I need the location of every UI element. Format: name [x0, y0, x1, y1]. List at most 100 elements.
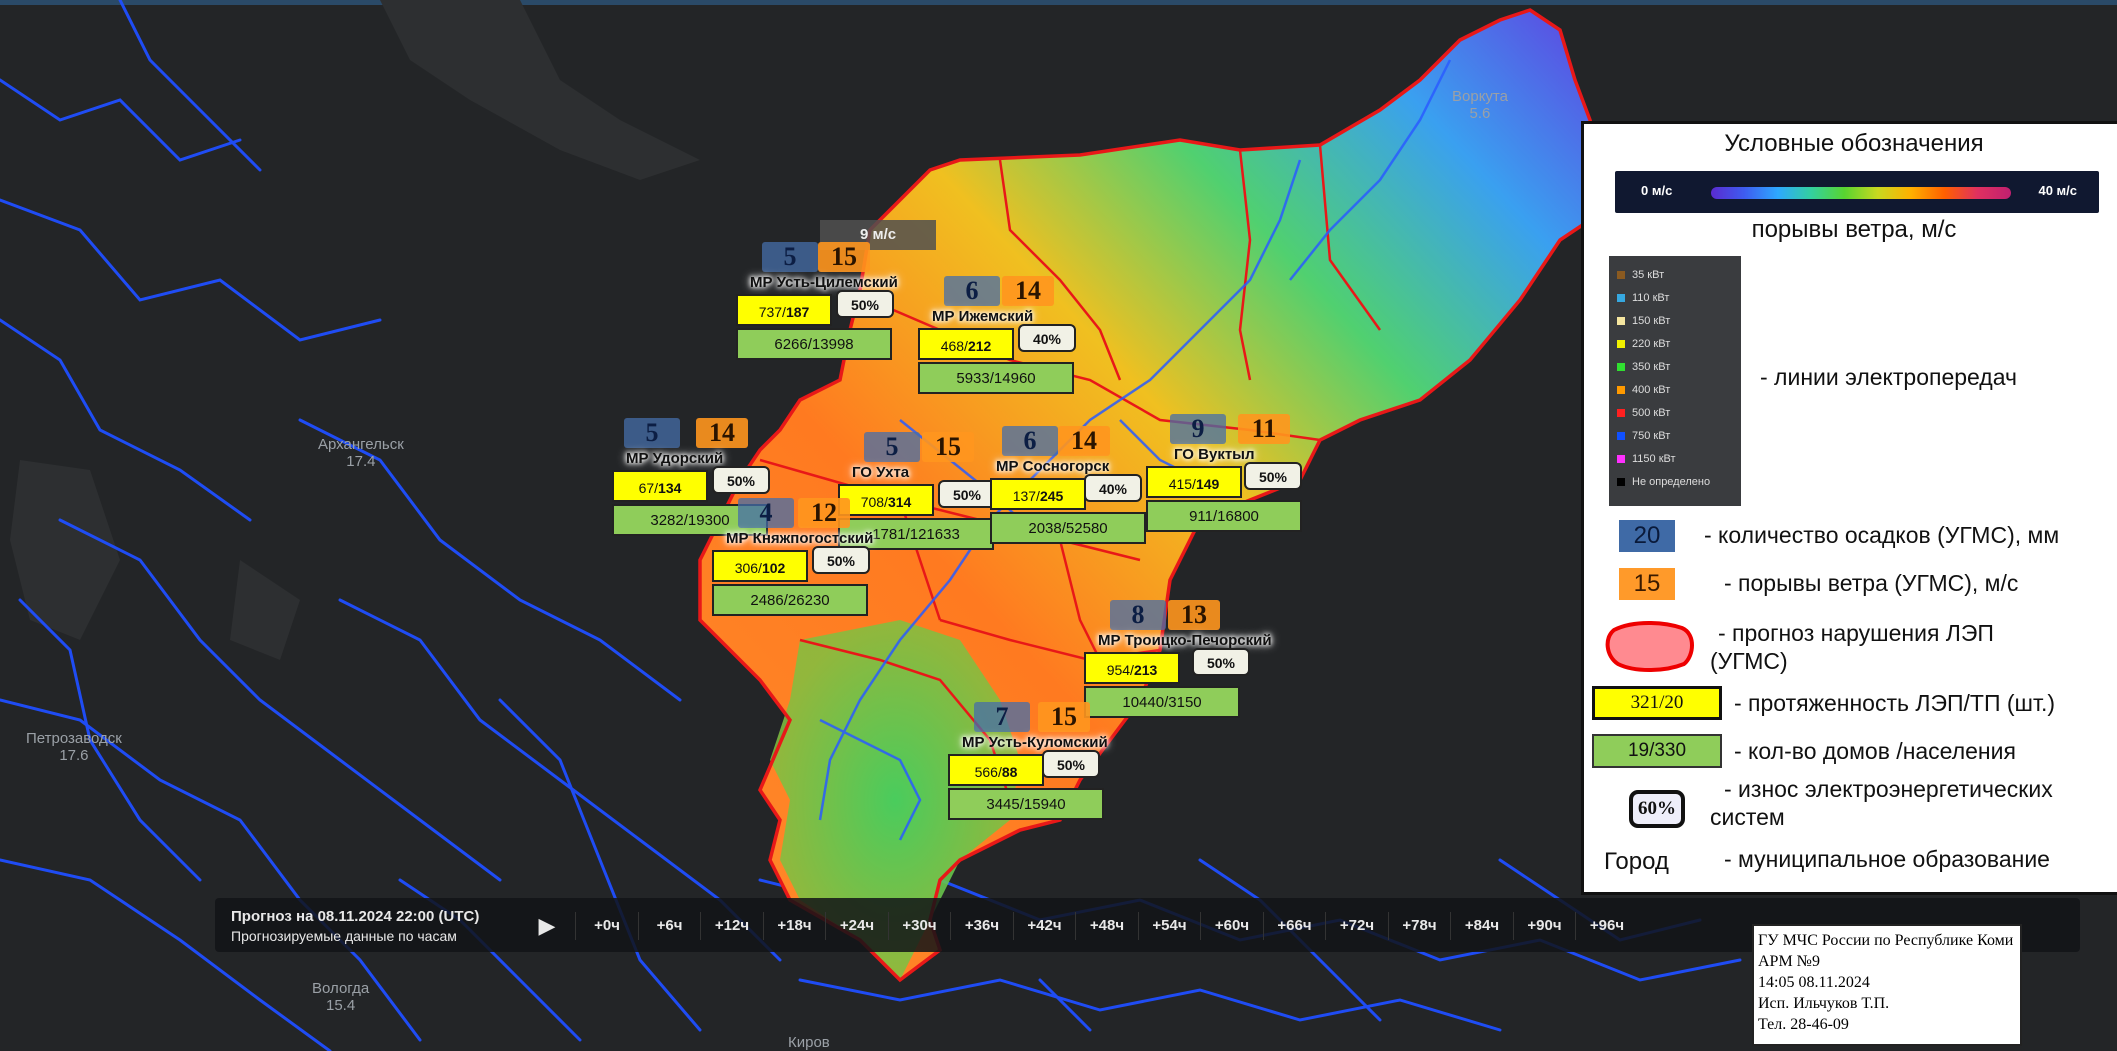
district-name: МР Удорский — [626, 450, 724, 467]
precip-value: 7 — [974, 702, 1030, 732]
district-name: МР Ижемский — [932, 308, 1034, 325]
houses-value: 2038/52580 — [990, 512, 1146, 544]
voltage-row: 110 кВт — [1617, 291, 1669, 305]
city-sample: Город — [1604, 848, 1669, 875]
lep-length: 566 — [974, 764, 998, 780]
wear-badge: 50% — [712, 466, 770, 494]
wear-badge: 50% — [938, 480, 996, 508]
lep-length: 468 — [940, 338, 965, 354]
city-name: Вологда — [312, 980, 370, 997]
gust-value: 15 — [818, 242, 870, 272]
legend-title: Условные обозначения — [1724, 130, 1984, 157]
timeline-step[interactable]: +42ч — [1012, 912, 1076, 940]
district-name: ГО Ухта — [852, 464, 910, 481]
timeline-step[interactable]: +48ч — [1075, 912, 1138, 940]
precip-value: 6 — [1002, 426, 1058, 456]
voltage-swatch — [1617, 478, 1625, 486]
lep-tp: 212 — [967, 338, 992, 354]
houses-value: 911/16800 — [1146, 500, 1302, 532]
precip-value: 5 — [624, 418, 680, 448]
gust-caption: - порывы ветра (УГМС), м/с — [1724, 570, 2019, 596]
voltage-label: 750 кВт — [1632, 430, 1671, 442]
play-button[interactable]: ▶ — [527, 910, 567, 942]
city-kirov[interactable]: Киров — [788, 1034, 830, 1051]
voltage-label: 220 кВт — [1632, 338, 1671, 350]
voltage-swatch — [1617, 340, 1625, 348]
voltage-label: 150 кВт — [1632, 315, 1671, 327]
timeline-step[interactable]: +72ч — [1325, 912, 1388, 940]
lep-value: 415/149 — [1146, 466, 1242, 498]
timeline-subtitle: Прогнозируемые данные по часам — [231, 928, 457, 944]
voltage-row: 220 кВт — [1617, 337, 1670, 351]
forecast-caption-2: (УГМС) — [1710, 648, 1788, 674]
timeline-step[interactable]: +60ч — [1200, 912, 1263, 940]
wear-sample: 60% — [1629, 790, 1685, 828]
forecast-caption-1: - прогноз нарушения ЛЭП — [1718, 620, 1994, 646]
lep-value: 566/88 — [948, 754, 1044, 786]
forecast-outline-icon — [1605, 621, 1694, 672]
gust-value: 12 — [798, 498, 850, 528]
wear-caption-2: систем — [1710, 804, 1785, 830]
timeline-step[interactable]: +78ч — [1387, 912, 1451, 940]
wear-caption-1: - износ электроэнергетических — [1724, 776, 2053, 802]
wear-badge: 40% — [1084, 474, 1142, 502]
lep-value: 737/187 — [736, 294, 832, 326]
timeline-step[interactable]: +12ч — [700, 912, 763, 940]
wear-badge: 50% — [1042, 750, 1100, 778]
houses-value: 3445/15940 — [948, 788, 1104, 820]
lep-tp: 134 — [658, 480, 682, 496]
voltage-label: 35 кВт — [1632, 269, 1665, 281]
timeline-step[interactable]: +0ч — [575, 912, 638, 940]
wind-gradient-bar — [1711, 187, 2011, 199]
timeline-step[interactable]: +96ч — [1575, 912, 1638, 940]
houses-value: 1781/121633 — [838, 518, 994, 550]
gust-value: 14 — [1058, 426, 1110, 456]
lep-length: 67 — [638, 480, 655, 496]
voltage-row: 150 кВт — [1617, 314, 1670, 328]
city-value: 17.6 — [59, 747, 89, 764]
lep-value: 468/212 — [918, 328, 1014, 360]
operator-stamp: ГУ МЧС России по Республике Коми АРМ №9 … — [1752, 924, 2022, 1046]
timeline-step[interactable]: +30ч — [887, 912, 951, 940]
houses-value: 6266/13998 — [736, 328, 892, 360]
grad-min-label: 0 м/с — [1641, 183, 1673, 198]
voltage-label: Не определено — [1632, 476, 1711, 488]
lep-tp: 187 — [785, 304, 810, 320]
lines-caption: - линии электропередач — [1760, 364, 2017, 390]
timeline-step[interactable]: +6ч — [637, 912, 701, 940]
district-name: МР Усть-Цилемский — [750, 274, 898, 291]
stamp-executor: Исп. Ильчуков Т.П. — [1758, 995, 1890, 1012]
timeline-step[interactable]: +90ч — [1512, 912, 1576, 940]
timeline-step[interactable]: +24ч — [825, 912, 888, 940]
district-name: ГО Вуктыл — [1174, 446, 1255, 463]
district-name: МР Княжпогостский — [726, 530, 874, 547]
stamp-datetime: 14:05 08.11.2024 — [1758, 974, 1870, 991]
gust-value: 13 — [1168, 600, 1220, 630]
precip-value: 6 — [944, 276, 1000, 306]
timeline-step[interactable]: +36ч — [950, 912, 1013, 940]
stamp-org: ГУ МЧС России по Республике Коми — [1758, 932, 2014, 949]
lep-value: 67/134 — [612, 470, 708, 502]
timeline-step[interactable]: +84ч — [1450, 912, 1513, 940]
wear-badge: 50% — [1244, 462, 1302, 490]
timeline-step[interactable]: +54ч — [1137, 912, 1201, 940]
gust-sample: 15 — [1619, 568, 1675, 600]
city-value: 17.4 — [346, 453, 376, 470]
grad-max-label: 40 м/с — [2038, 183, 2077, 198]
timeline-step[interactable]: +18ч — [762, 912, 826, 940]
timeline-step[interactable]: +66ч — [1262, 912, 1326, 940]
lep-length: 137 — [1012, 488, 1037, 504]
voltage-label: 110 кВт — [1632, 292, 1670, 304]
lep-length: 415 — [1168, 476, 1193, 492]
water-bodies — [10, 0, 700, 660]
precip-value: 5 — [762, 242, 818, 272]
district-name: МР Сосногорск — [996, 458, 1110, 475]
lep-tp: 314 — [887, 494, 912, 510]
voltage-label: 350 кВт — [1632, 361, 1671, 373]
precip-value: 5 — [864, 432, 920, 462]
